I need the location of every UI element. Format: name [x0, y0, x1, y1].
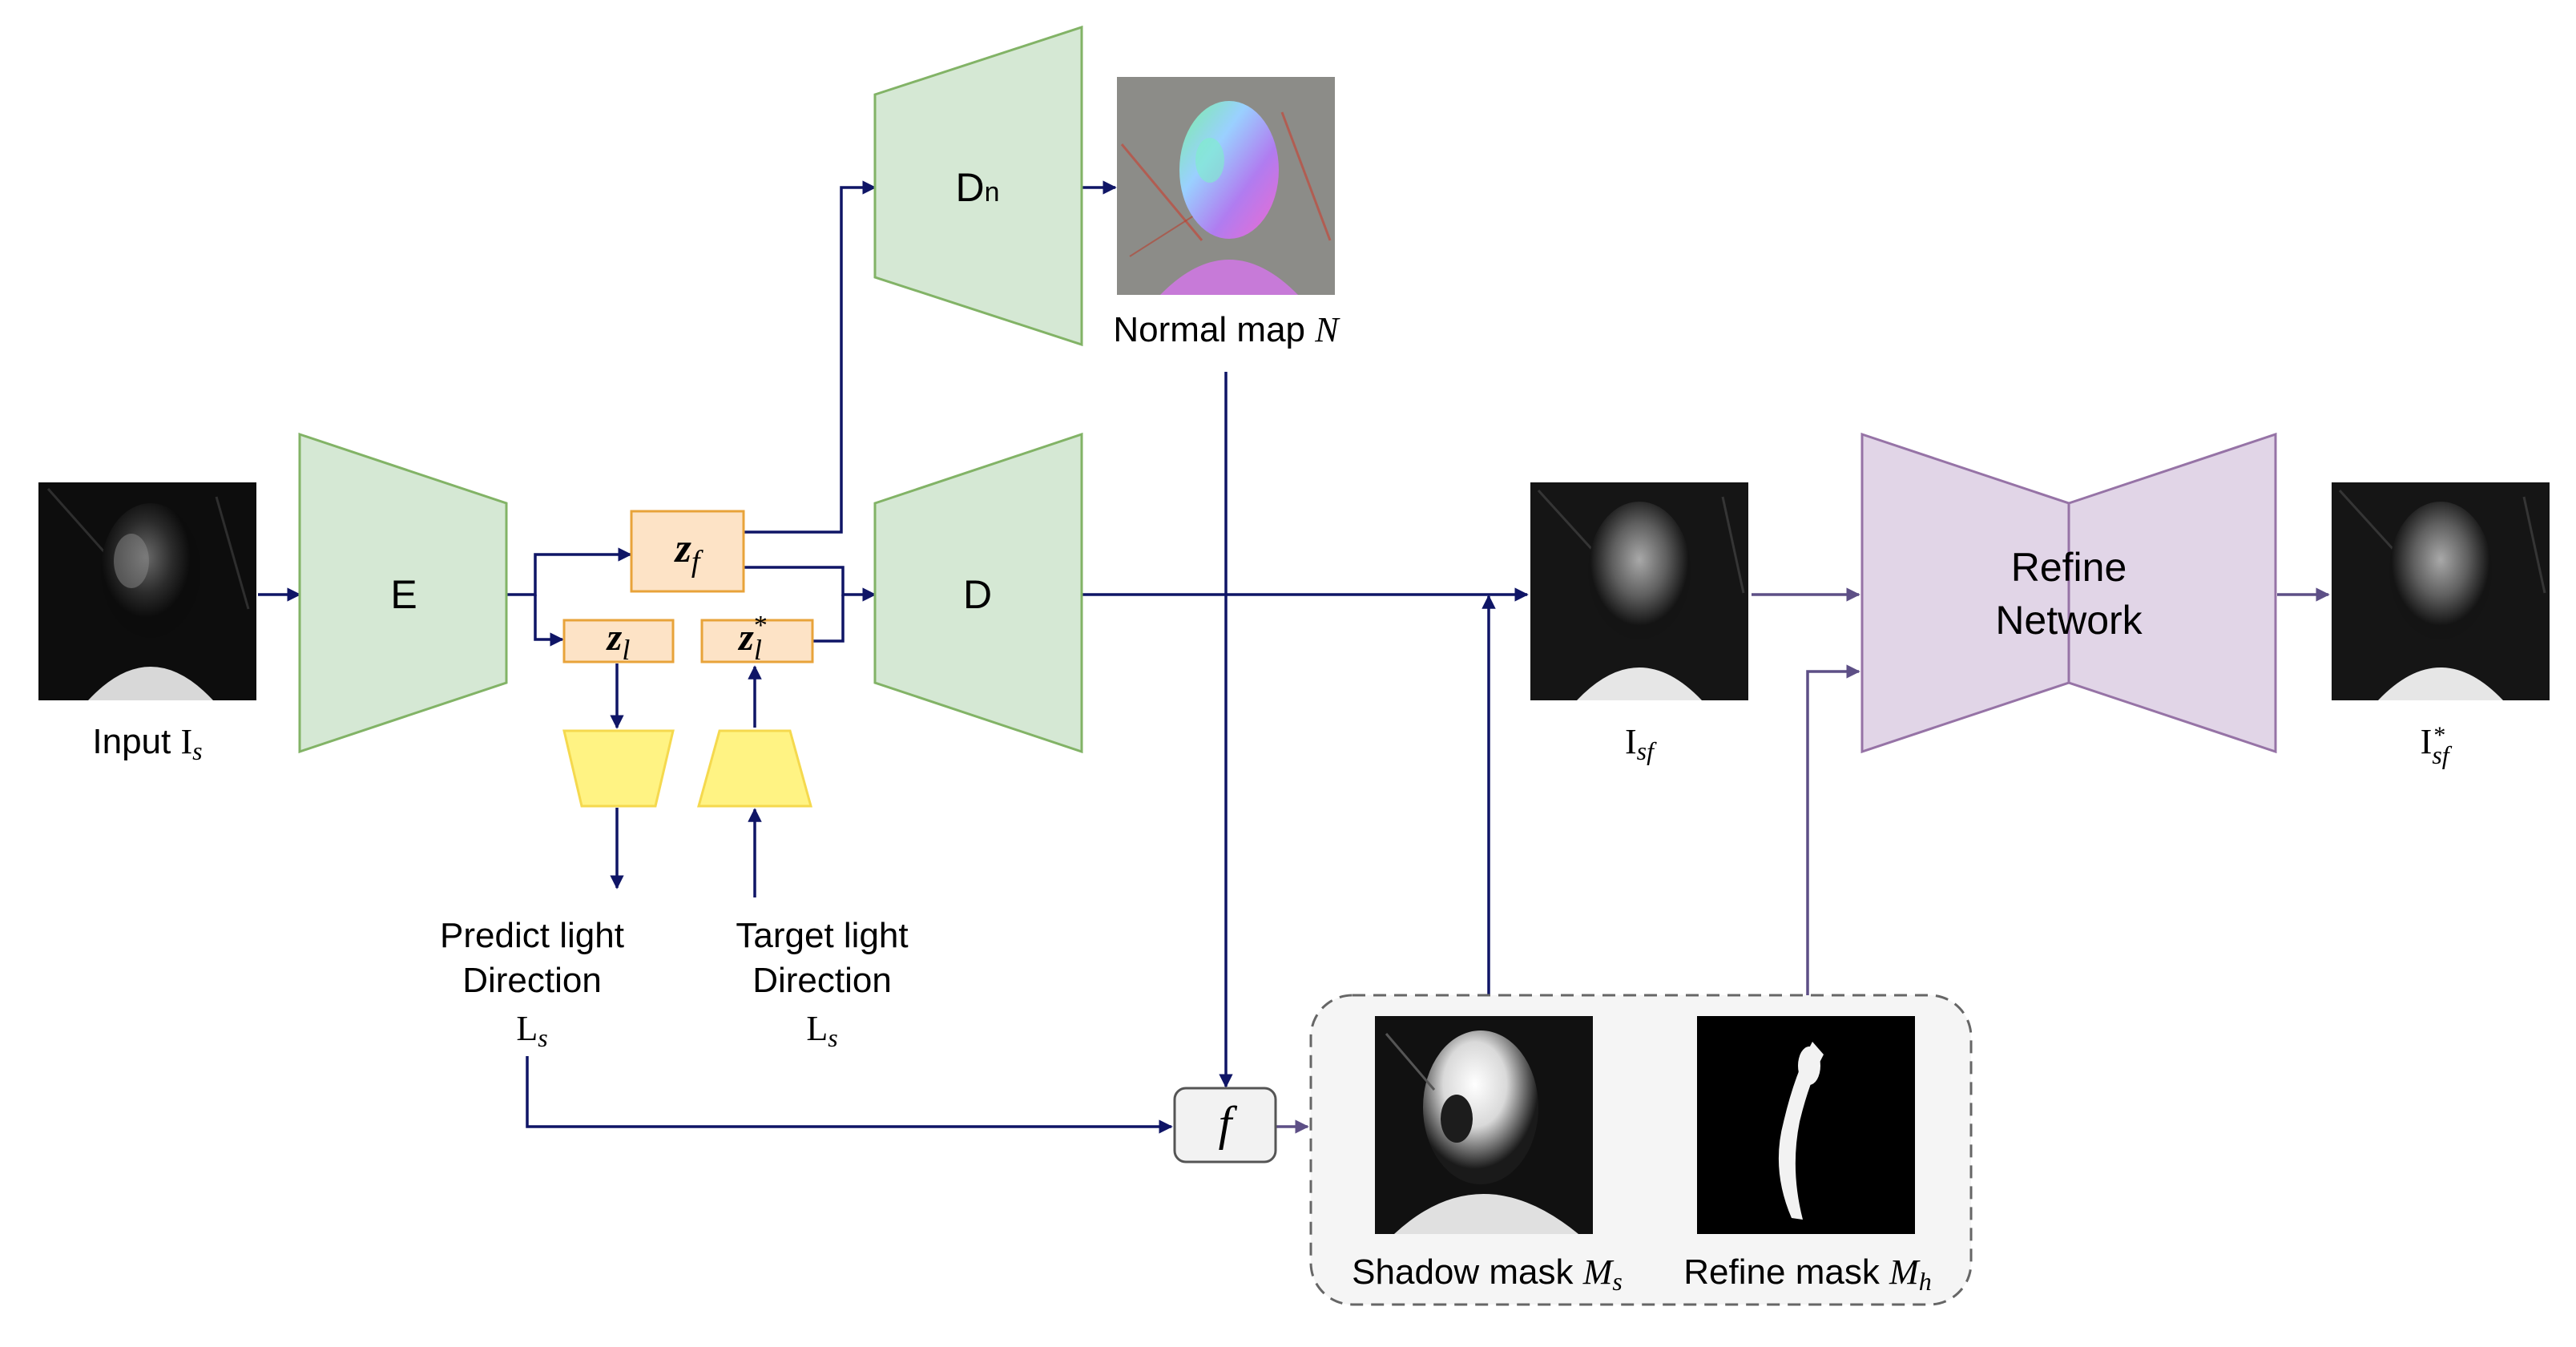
shadow-mask-caption: Shadow mask Ms	[1352, 1252, 1623, 1296]
isf-star-image	[2332, 482, 2550, 700]
normal-map-image	[1117, 77, 1335, 295]
shadow-mask-image	[1375, 1016, 1593, 1234]
normal-decoder-label: Dn	[955, 165, 1000, 210]
normal-map-caption: Normal map N	[1113, 310, 1339, 349]
refine-network-label-line2: Network	[1995, 598, 2143, 643]
decoder-block	[873, 432, 1083, 754]
refine-mask-caption: Refine mask Mh	[1683, 1252, 1932, 1296]
light-predict-mlp	[562, 729, 675, 808]
input-image	[38, 482, 256, 700]
target-light-symbol: Ls	[806, 1009, 838, 1052]
arrow-ls-to-f	[526, 1056, 1173, 1134]
connectors	[258, 180, 2330, 1134]
predict-light-symbol: Ls	[516, 1009, 548, 1052]
arrow-zf-to-d	[744, 566, 877, 602]
latent-zf-box	[630, 510, 745, 593]
refine-network-label-line1: Refine	[2010, 545, 2127, 590]
arrow-zlstar-to-d	[812, 595, 845, 643]
predict-light-line1: Predict light	[440, 916, 624, 955]
decoder-label: D	[962, 572, 993, 617]
input-caption: Input Is	[92, 722, 203, 765]
latent-zf-label: zf	[675, 526, 700, 579]
encoder-label: E	[390, 572, 417, 617]
isf-star-caption: I*sf	[2420, 722, 2449, 769]
target-light-line2: Direction	[752, 961, 892, 1000]
latent-zl-box	[562, 619, 675, 663]
function-f-label: f	[1218, 1097, 1232, 1150]
encoder-block	[298, 432, 508, 754]
arrow-refinemask-to-refine	[1806, 664, 1860, 1014]
refine-network-block	[1860, 432, 2277, 754]
function-f-node	[1173, 1087, 1277, 1164]
arrow-encoder-to-zl	[534, 595, 564, 647]
arrow-encoder-to-zf	[506, 547, 632, 596]
light-target-mlp	[697, 729, 812, 808]
latent-zl-label: zl	[607, 616, 631, 666]
target-light-line1: Target light	[736, 916, 909, 955]
refine-mask-image	[1697, 1016, 1915, 1234]
predict-light-line2: Direction	[462, 961, 602, 1000]
isf-caption: Isf	[1625, 722, 1654, 765]
latent-zlstar-label: zl*	[739, 611, 768, 666]
isf-image	[1530, 482, 1748, 700]
latent-zlstar-box	[700, 619, 814, 663]
arrow-zf-to-dn	[744, 180, 877, 534]
normal-decoder-block	[873, 25, 1083, 347]
